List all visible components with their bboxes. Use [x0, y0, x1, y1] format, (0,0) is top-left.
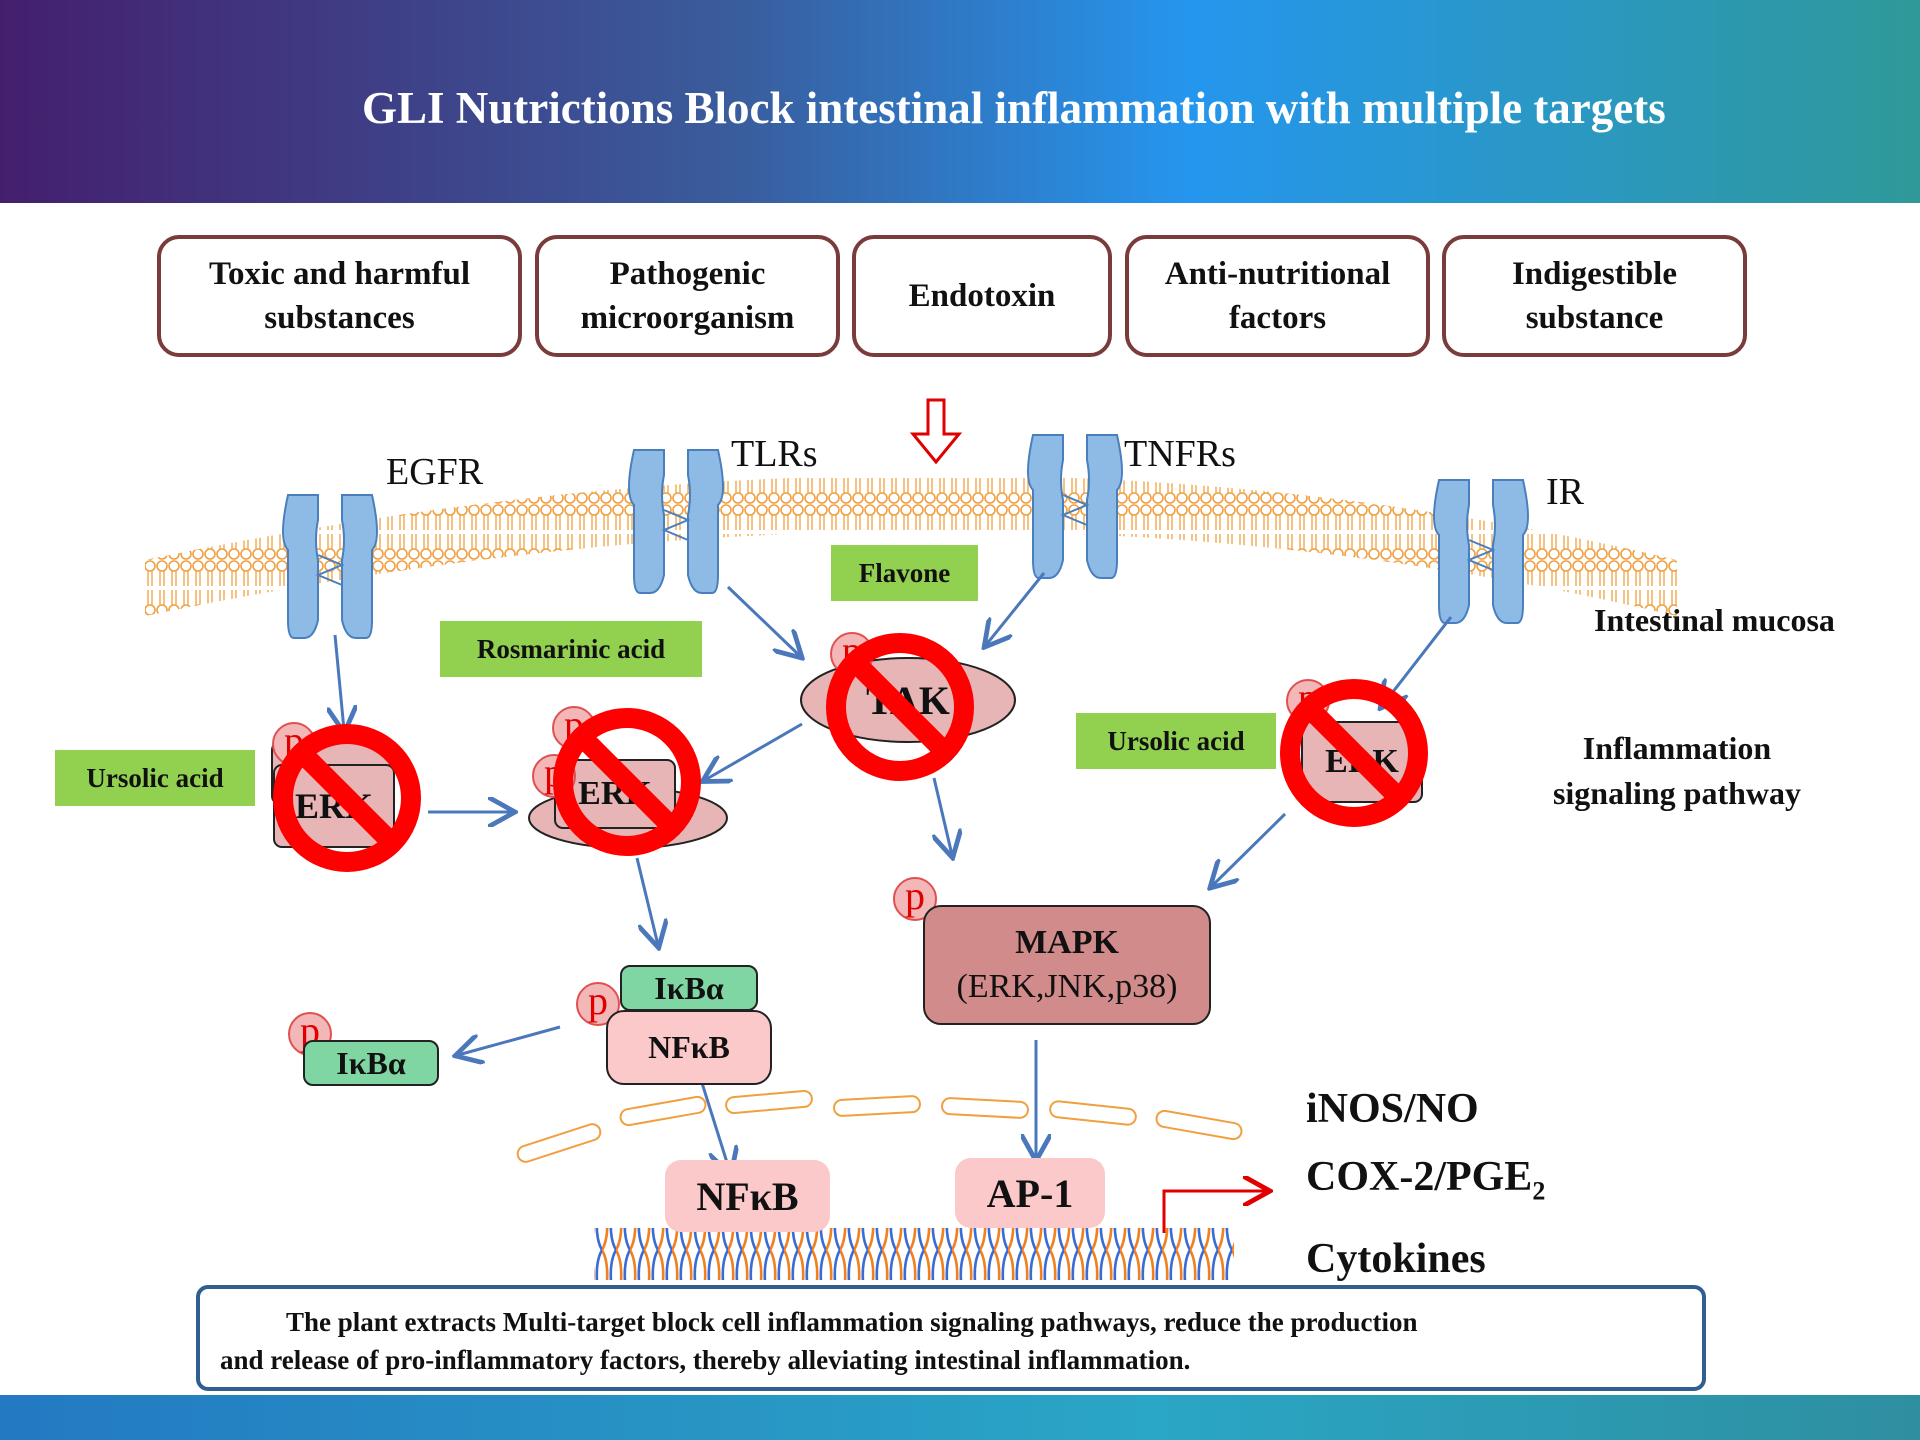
source-line: factors: [1228, 300, 1327, 336]
compound-tag-ursolic-left: Ursolic acid: [55, 750, 255, 806]
arrow-transcription: [1162, 1191, 1267, 1233]
source-box-toxic: Toxic and harmful substances: [157, 235, 522, 357]
receptor-egfr: [282, 494, 378, 639]
source-box-endotoxin: Endotoxin: [852, 235, 1112, 357]
ap1-nuclear: AP-1: [955, 1158, 1105, 1228]
page-title: GLI Nutrictions Block intestinal inflamm…: [362, 83, 1666, 133]
mapk-node: MAPK (ERK,JNK,p38): [923, 905, 1211, 1025]
inhibition-symbol: [826, 633, 974, 781]
compound-tag-ursolic-right: Ursolic acid: [1076, 713, 1276, 769]
source-line: microorganism: [580, 300, 795, 336]
membrane-label: Intestinal mucosa: [1594, 602, 1835, 638]
dna-helix: [594, 1228, 1234, 1280]
arrow-erk-mapk: [1212, 812, 1287, 886]
pathway-label-line: signaling pathway: [1552, 775, 1802, 811]
footer-band: [0, 1395, 1920, 1440]
output-inos: iNOS/NO: [1306, 1086, 1479, 1132]
stimulus-arrow: [909, 398, 963, 465]
source-box-antinutritional: Anti-nutritional factors: [1125, 235, 1430, 357]
output-cox2: COX-2/PGE2: [1306, 1143, 1545, 1225]
arrow-tnfrs-tak: [986, 572, 1046, 645]
source-box-pathogen: Pathogenic microorganism: [535, 235, 840, 357]
source-line: Indigestible: [1511, 256, 1678, 292]
summary-line-1: The plant extracts Multi-target block ce…: [286, 1307, 1418, 1337]
source-line: Anti-nutritional: [1164, 256, 1391, 292]
source-line: substances: [264, 300, 415, 336]
arrow-egfr-erk: [335, 634, 344, 730]
inhibition-symbol: [553, 708, 701, 856]
receptor-tnfrs: [1027, 434, 1123, 579]
nfkb-complex: NFκB: [606, 1010, 772, 1085]
receptor-tlrs: [628, 449, 724, 594]
mapk-members: (ERK,JNK,p38): [956, 968, 1178, 1005]
arrow-erk-ikba: [635, 857, 658, 945]
source-line: Pathogenic: [609, 256, 766, 292]
receptor-label-egfr: EGFR: [386, 451, 484, 493]
source-line: Toxic and harmful: [208, 256, 470, 292]
source-line: Endotoxin: [908, 278, 1056, 314]
output-cytokines: Cytokines: [1306, 1236, 1486, 1283]
ikba-released: IκBα: [303, 1040, 439, 1086]
source-box-indigestible: Indigestible substance: [1442, 235, 1747, 357]
receptor-label-ir: IR: [1546, 471, 1584, 513]
compound-tag-rosmarinic: Rosmarinic acid: [440, 621, 702, 677]
arrow-tlrs-tak: [726, 585, 800, 656]
nuclear-envelope: [516, 1089, 1243, 1163]
output-cox2-main: COX-2/PGE: [1306, 1154, 1533, 1200]
arrow-tak-mapk: [934, 777, 952, 855]
inhibition-symbol: [273, 724, 421, 872]
summary-line-2: and release of pro-inflammatory factors,…: [220, 1345, 1191, 1375]
receptor-label-tnfrs: TNFRs: [1124, 433, 1236, 475]
output-cox2-sub: 2: [1532, 1176, 1546, 1206]
pathway-label-line: Inflammation: [1582, 730, 1772, 766]
arrow-tak-erk: [705, 722, 803, 780]
inflammatory-outputs: iNOS/NO COX-2/PGE2 Cytokines: [1306, 1075, 1545, 1293]
receptor-label-tlrs: TLRs: [731, 433, 818, 475]
ikba-bound: IκBα: [620, 965, 758, 1011]
arrow-nfkb-nucleus: [700, 1082, 730, 1172]
nfkb-nuclear: NFκB: [665, 1160, 830, 1232]
arrow-ikba-release: [458, 1025, 561, 1055]
pathway-label: Inflammation signaling pathway: [1507, 726, 1847, 816]
title-banner: GLI Nutrictions Block intestinal inflamm…: [0, 0, 1920, 203]
summary-box: The plant extracts Multi-target block ce…: [196, 1285, 1706, 1391]
compound-tag-flavone: Flavone: [831, 545, 978, 601]
source-line: substance: [1525, 300, 1664, 336]
receptor-ir: [1433, 479, 1529, 624]
cell-membrane: [145, 475, 1677, 616]
mapk-name: MAPK: [1015, 924, 1119, 961]
inhibition-symbol: [1280, 679, 1428, 827]
